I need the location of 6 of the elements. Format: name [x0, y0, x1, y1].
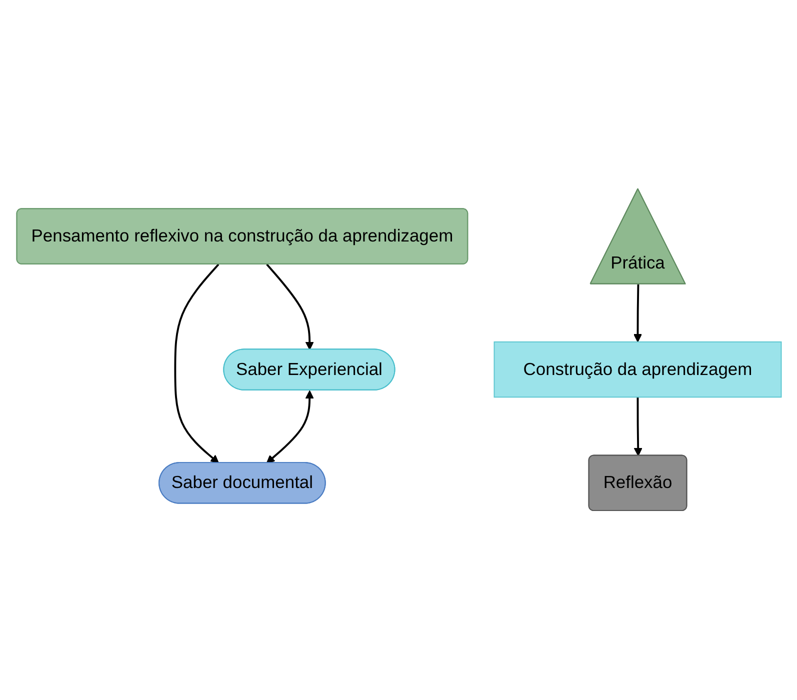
- arrow: [174, 264, 219, 464]
- arrow: [266, 264, 314, 350]
- arrow: [266, 390, 314, 464]
- arrow: [632, 284, 642, 343]
- node-box: [493, 342, 782, 398]
- arrow: [633, 398, 642, 457]
